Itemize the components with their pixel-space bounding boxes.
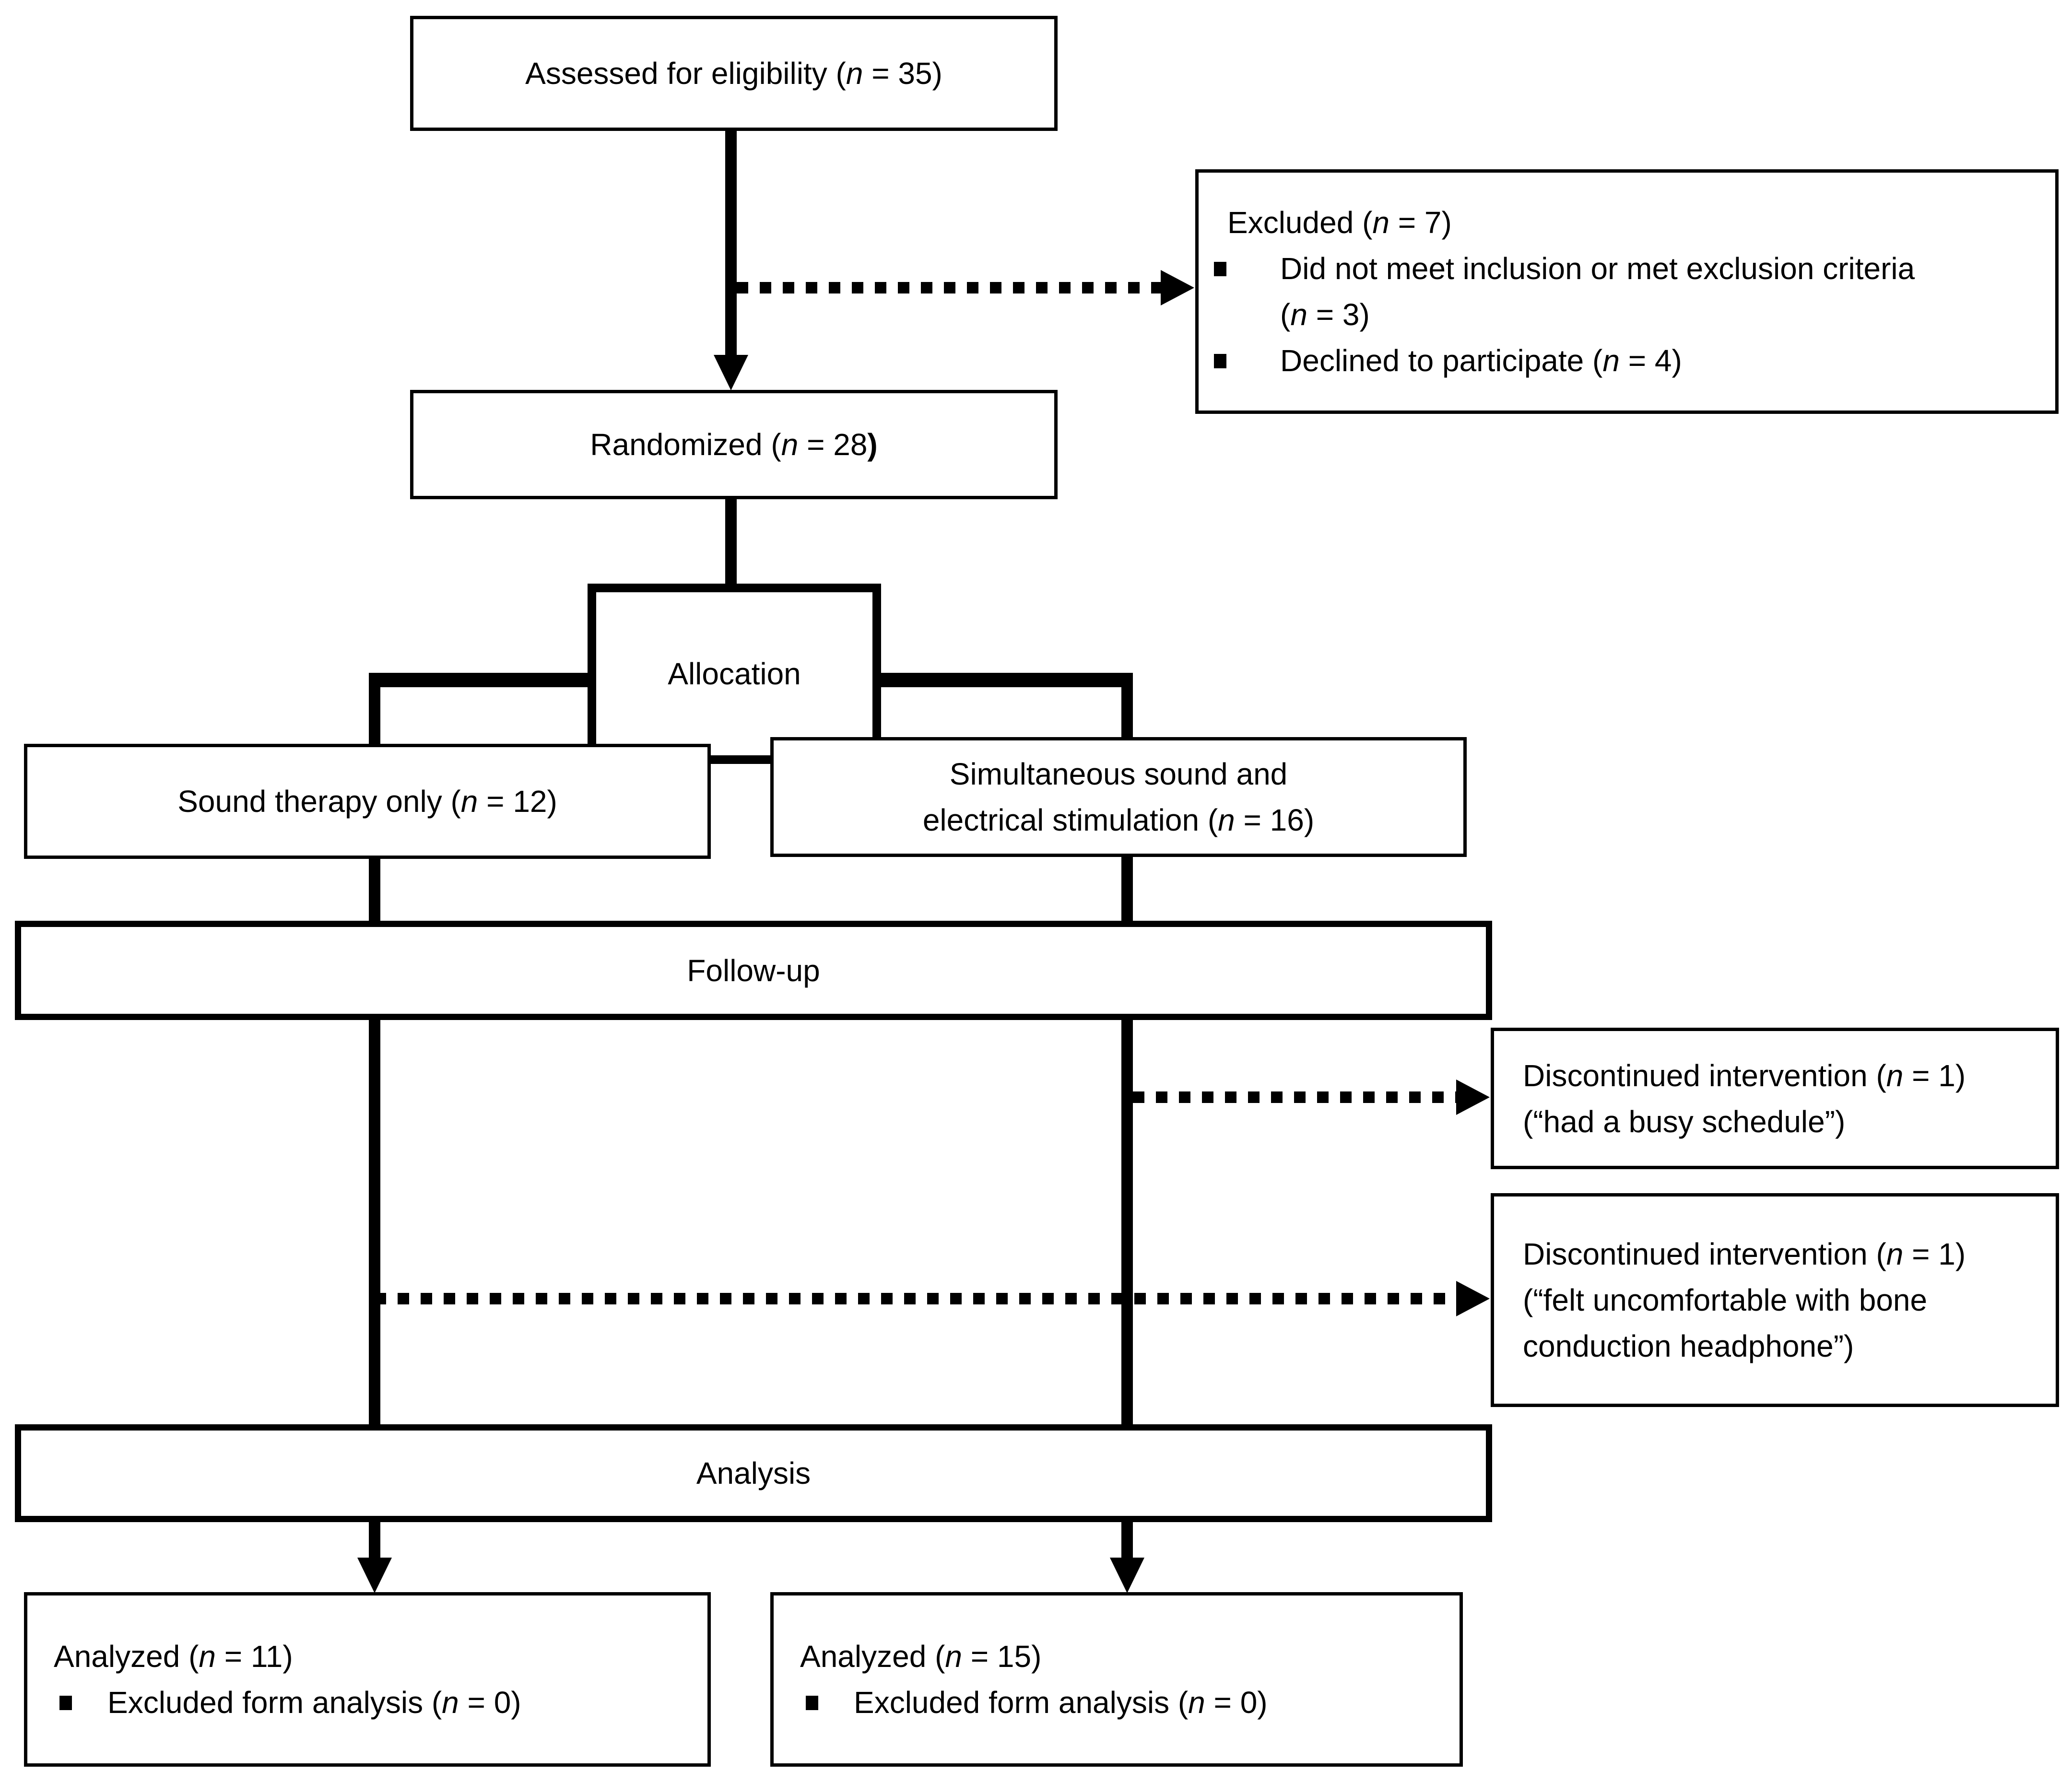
square-bullet-icon <box>806 1696 818 1710</box>
analyzed-bullet-item: Excluded form analysis (n = 0) <box>806 1679 1445 1725</box>
node-analysis-bar: Analysis <box>15 1424 1492 1522</box>
node-analyzed-simultaneous-title: Analyzed (n = 15) <box>800 1639 1042 1674</box>
node-discontinued-sound-only-label: Discontinued intervention (n = 1)(“felt … <box>1523 1237 1966 1363</box>
excluded-bullet-item: Did not meet inclusion or met exclusion … <box>1214 246 2036 338</box>
arrowhead-down-randomized-icon <box>714 355 748 390</box>
square-bullet-icon <box>1214 354 1226 368</box>
node-allocation-label: Allocation <box>668 657 801 691</box>
analyzed-bullet-text: Excluded form analysis (n = 0) <box>107 1685 521 1720</box>
dotted-connector-discontinued-simultaneous <box>1133 1091 1457 1103</box>
connector-analysis-to-analyzed-right <box>1121 1522 1133 1560</box>
arrowhead-down-analyzed-right-icon <box>1110 1558 1144 1593</box>
node-followup-bar: Follow-up <box>15 921 1492 1020</box>
square-bullet-icon <box>59 1696 72 1710</box>
node-excluded-title: Excluded (n = 7) <box>1227 205 1452 240</box>
connector-assessed-to-randomized <box>725 130 737 357</box>
arrowhead-right-excluded-icon <box>1161 270 1194 305</box>
dotted-connector-excluded <box>737 282 1162 293</box>
node-allocation: Allocation <box>588 584 881 764</box>
connector-analysis-to-analyzed-left <box>369 1522 380 1560</box>
node-arm-sound-only-label: Sound therapy only (n = 12) <box>177 784 557 819</box>
node-analyzed-sound-only: Analyzed (n = 11) Excluded form analysis… <box>24 1592 711 1767</box>
node-arm-sound-only: Sound therapy only (n = 12) <box>24 744 711 859</box>
node-analyzed-sound-only-title: Analyzed (n = 11) <box>54 1639 293 1674</box>
connector-branch-to-arm-left <box>369 673 380 744</box>
node-analyzed-simultaneous: Analyzed (n = 15) Excluded form analysis… <box>770 1592 1463 1767</box>
dotted-connector-discontinued-sound-only <box>375 1293 1457 1304</box>
analyzed-bullet-text: Excluded form analysis (n = 0) <box>854 1685 1268 1720</box>
square-bullet-icon <box>1214 262 1226 276</box>
node-excluded: Excluded (n = 7) Did not meet inclusion … <box>1195 169 2059 414</box>
arrowhead-right-discontinued-sound-only-icon <box>1456 1281 1490 1316</box>
node-followup-label: Follow-up <box>687 953 820 988</box>
node-analysis-label: Analysis <box>696 1456 811 1490</box>
connector-branch-to-arm-right <box>1121 673 1133 737</box>
excluded-bullet-text: Declined to participate (n = 4) <box>1280 343 1682 378</box>
arrowhead-down-analyzed-left-icon <box>357 1558 392 1593</box>
node-assessed: Assessed for eligibility (n = 35) <box>410 16 1058 131</box>
connector-randomized-to-allocation <box>725 499 737 595</box>
analyzed-bullet-item: Excluded form analysis (n = 0) <box>59 1679 693 1725</box>
excluded-bullet-text: Did not meet inclusion or met exclusion … <box>1280 251 1915 332</box>
node-assessed-label: Assessed for eligibility (n = 35) <box>525 56 942 91</box>
node-discontinued-sound-only: Discontinued intervention (n = 1)(“felt … <box>1491 1193 2059 1407</box>
arrowhead-right-discontinued-simultaneous-icon <box>1456 1079 1490 1115</box>
node-discontinued-simultaneous-label: Discontinued intervention (n = 1)(“had a… <box>1523 1058 1966 1139</box>
node-randomized-label: Randomized (n = 28) <box>590 427 878 462</box>
excluded-bullet-item: Declined to participate (n = 4) <box>1214 338 2036 384</box>
node-randomized: Randomized (n = 28) <box>410 390 1058 499</box>
node-discontinued-simultaneous: Discontinued intervention (n = 1)(“had a… <box>1491 1028 2059 1169</box>
